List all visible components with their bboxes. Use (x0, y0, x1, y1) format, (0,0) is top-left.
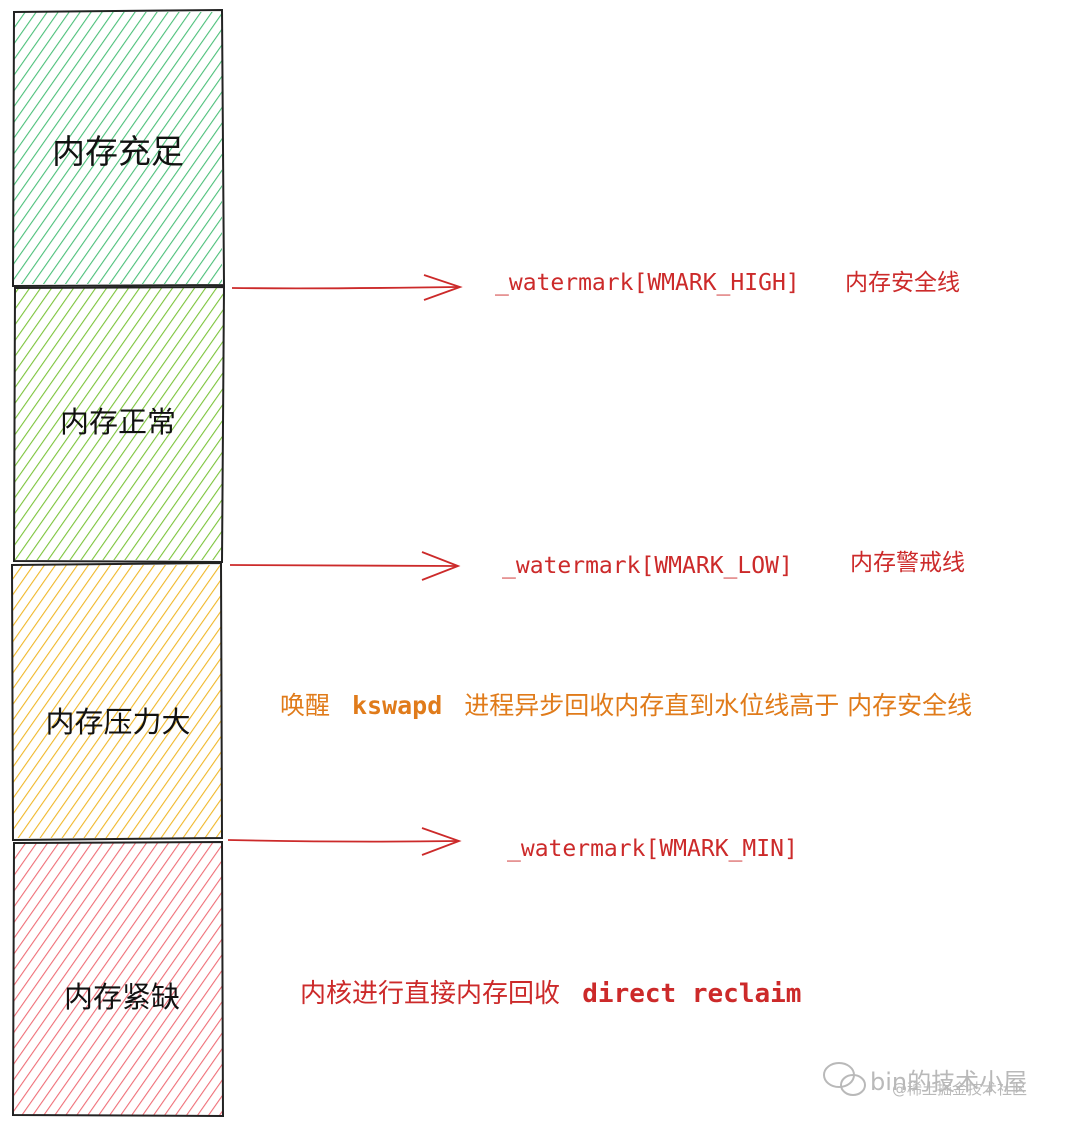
arrow-low (229, 551, 461, 581)
pressure-note-suffix: 进程异步回收内存直到水位线高于 内存安全线 (464, 691, 972, 720)
zone-label-normal: 内存正常 (60, 405, 176, 439)
watermark-credit-main: bin的技术小屋 (870, 1068, 1027, 1096)
zone-label-sufficient: 内存充足 (52, 132, 184, 171)
zone-pressure: 内存压力大 (10, 561, 224, 842)
wechat-icon (823, 1062, 866, 1096)
watermark-credit-overlay: @稀土掘金技术社区 (892, 1080, 1027, 1098)
zone-sufficient: 内存充足 (11, 8, 226, 288)
pressure-note-code: kswapd (352, 691, 442, 720)
watermark-min-label: _watermark[WMARK_MIN] (507, 836, 798, 862)
zone-shortage: 内存紧缺 (11, 840, 225, 1118)
zone-label-shortage: 内存紧缺 (64, 980, 180, 1014)
shortage-note-prefix: 内核进行直接内存回收 (300, 979, 560, 1009)
pressure-note: 唤醒 kswapd 进程异步回收内存直到水位线高于 内存安全线 (280, 691, 972, 720)
arrow-high (231, 274, 463, 301)
watermark-low-label: _watermark[WMARK_LOW] (502, 553, 793, 579)
watermark-high-desc: 内存安全线 (845, 270, 960, 296)
zone-normal: 内存正常 (12, 285, 226, 564)
pressure-note-prefix: 唤醒 (280, 691, 330, 720)
watermark-low-desc: 内存警戒线 (850, 550, 965, 576)
shortage-note-code: direct reclaim (582, 979, 801, 1009)
arrow-min (227, 827, 462, 856)
watermark-high-label: _watermark[WMARK_HIGH] (495, 270, 800, 296)
zone-label-pressure: 内存压力大 (45, 705, 190, 739)
shortage-note: 内核进行直接内存回收 direct reclaim (300, 979, 801, 1009)
